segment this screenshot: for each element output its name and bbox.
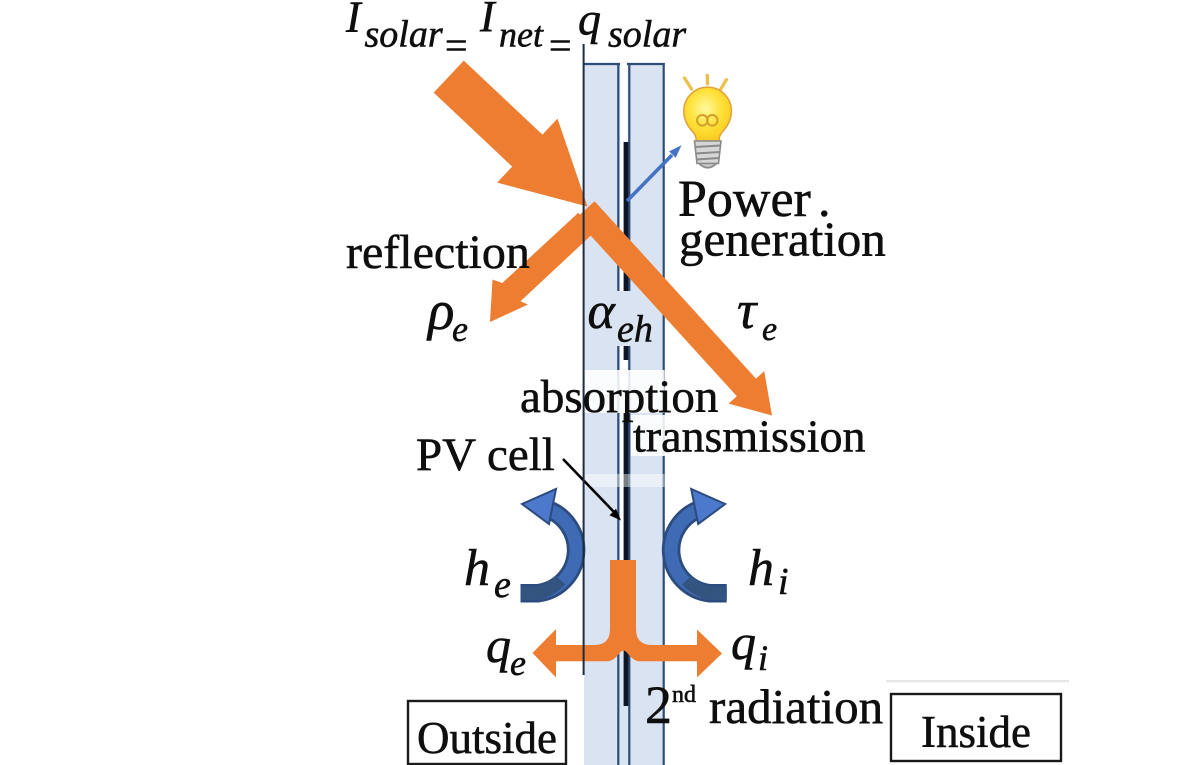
- svg-text:I: I: [345, 0, 363, 42]
- svg-text:α: α: [588, 283, 617, 340]
- svg-text:i: i: [758, 638, 768, 678]
- svg-text:.: .: [818, 171, 831, 227]
- svg-text:radiation: radiation: [709, 679, 883, 734]
- svg-text:=: =: [549, 23, 572, 68]
- svg-text:q: q: [486, 617, 511, 673]
- svg-text:net: net: [499, 15, 544, 55]
- svg-text:e: e: [494, 564, 511, 606]
- svg-text:solar: solar: [608, 14, 686, 56]
- svg-text:PV cell: PV cell: [416, 429, 555, 481]
- svg-text:2: 2: [645, 675, 672, 735]
- svg-text:absorption: absorption: [520, 371, 718, 423]
- svg-text:Outside: Outside: [417, 713, 557, 763]
- svg-text:e: e: [452, 309, 468, 349]
- svg-text:τ: τ: [737, 280, 758, 340]
- svg-text:Inside: Inside: [921, 707, 1031, 757]
- svg-text:ρ: ρ: [426, 280, 454, 341]
- svg-text:e: e: [510, 643, 526, 683]
- svg-text:=: =: [445, 23, 468, 68]
- svg-text:transmission: transmission: [633, 411, 866, 462]
- svg-text:q: q: [731, 614, 756, 670]
- svg-text:eh: eh: [617, 309, 653, 351]
- svg-text:Power: Power: [678, 171, 811, 228]
- svg-text:e: e: [762, 311, 777, 348]
- svg-text:solar: solar: [365, 14, 443, 56]
- svg-text:reflection: reflection: [346, 226, 530, 279]
- svg-text:q: q: [578, 0, 601, 45]
- svg-text:generation: generation: [679, 212, 886, 267]
- svg-text:i: i: [778, 561, 789, 603]
- svg-text:h: h: [748, 540, 774, 597]
- svg-text:I: I: [479, 0, 497, 41]
- svg-text:nd: nd: [672, 682, 696, 708]
- svg-text:h: h: [464, 540, 490, 597]
